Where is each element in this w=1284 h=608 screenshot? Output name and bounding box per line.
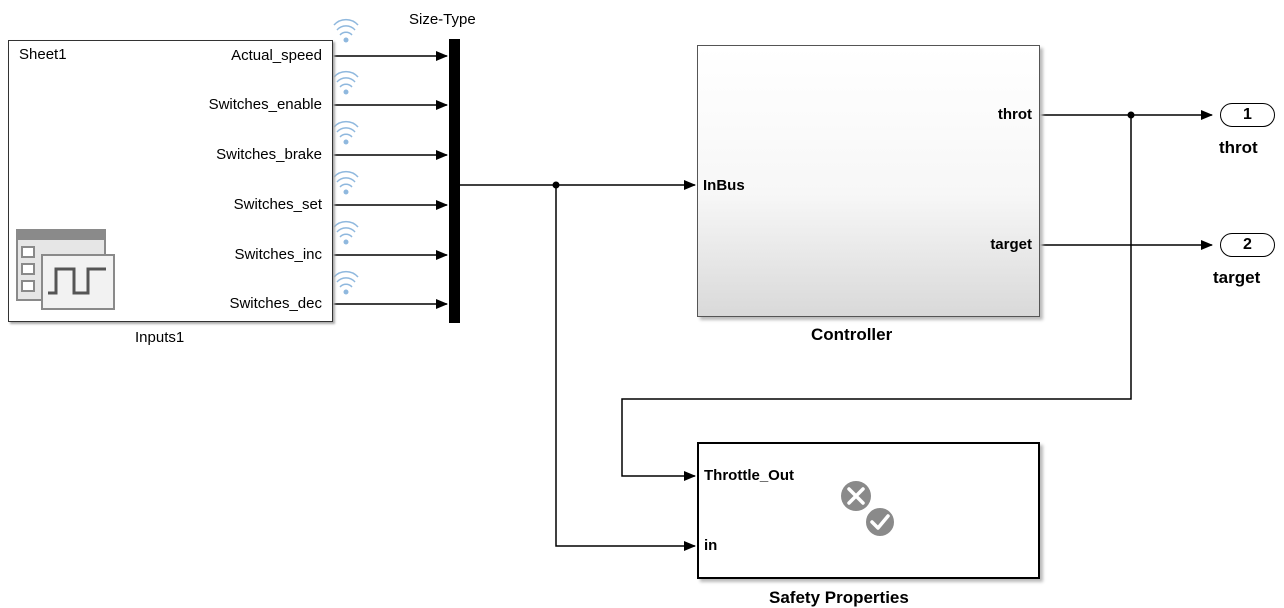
throt-feedback-line[interactable]: [621, 115, 1132, 481]
outport-1[interactable]: 1: [1220, 103, 1275, 127]
check-icon: [864, 506, 896, 538]
port-label-switches-set: Switches_set: [233, 196, 322, 213]
port-label-switches-enable: Switches_enable: [208, 96, 322, 113]
controller-outport-target-label: target: [990, 236, 1032, 253]
controller-outport-throt-label: throt: [997, 106, 1032, 123]
port-label-switches-inc: Switches_inc: [234, 246, 322, 263]
verification-status-icon: [841, 481, 896, 538]
wifi-icon: [333, 270, 359, 295]
safety-properties-block[interactable]: [697, 442, 1040, 579]
safety-inport-in-label: in: [704, 537, 718, 554]
safety-properties-block-name: Safety Properties: [769, 588, 909, 607]
cross-icon: [841, 481, 871, 511]
wifi-icon: [333, 70, 359, 95]
size-type-mux-block[interactable]: [449, 39, 460, 323]
outport-2[interactable]: 2: [1220, 233, 1275, 257]
wifi-icon: [333, 220, 359, 245]
controller-block-name: Controller: [811, 325, 893, 344]
port-label-switches-brake: Switches_brake: [216, 146, 322, 163]
signal-editor-icon: [16, 229, 115, 310]
wifi-icon: [333, 18, 359, 43]
port-label-switches-dec: Switches_dec: [229, 295, 322, 312]
signal-logging-icons: [333, 18, 359, 295]
wifi-icon: [333, 120, 359, 145]
outport-2-name: target: [1213, 268, 1261, 287]
wifi-icon: [333, 170, 359, 195]
port-label-actual-speed: Actual_speed: [231, 47, 322, 64]
safety-inport-throttle-out-label: Throttle_Out: [704, 467, 794, 484]
controller-inport-label: InBus: [703, 177, 745, 194]
bus-lines: [460, 180, 696, 551]
bus-line-to-safety-in[interactable]: [555, 185, 696, 551]
inputs1-block-name: Inputs1: [135, 329, 185, 346]
controller-block[interactable]: [697, 45, 1040, 317]
input-signal-lines: [333, 51, 448, 309]
outport-1-name: throt: [1219, 138, 1258, 157]
output-lines: [621, 110, 1213, 481]
size-type-block-name: Size-Type: [409, 11, 476, 28]
sheet-name-label: Sheet1: [19, 46, 67, 63]
